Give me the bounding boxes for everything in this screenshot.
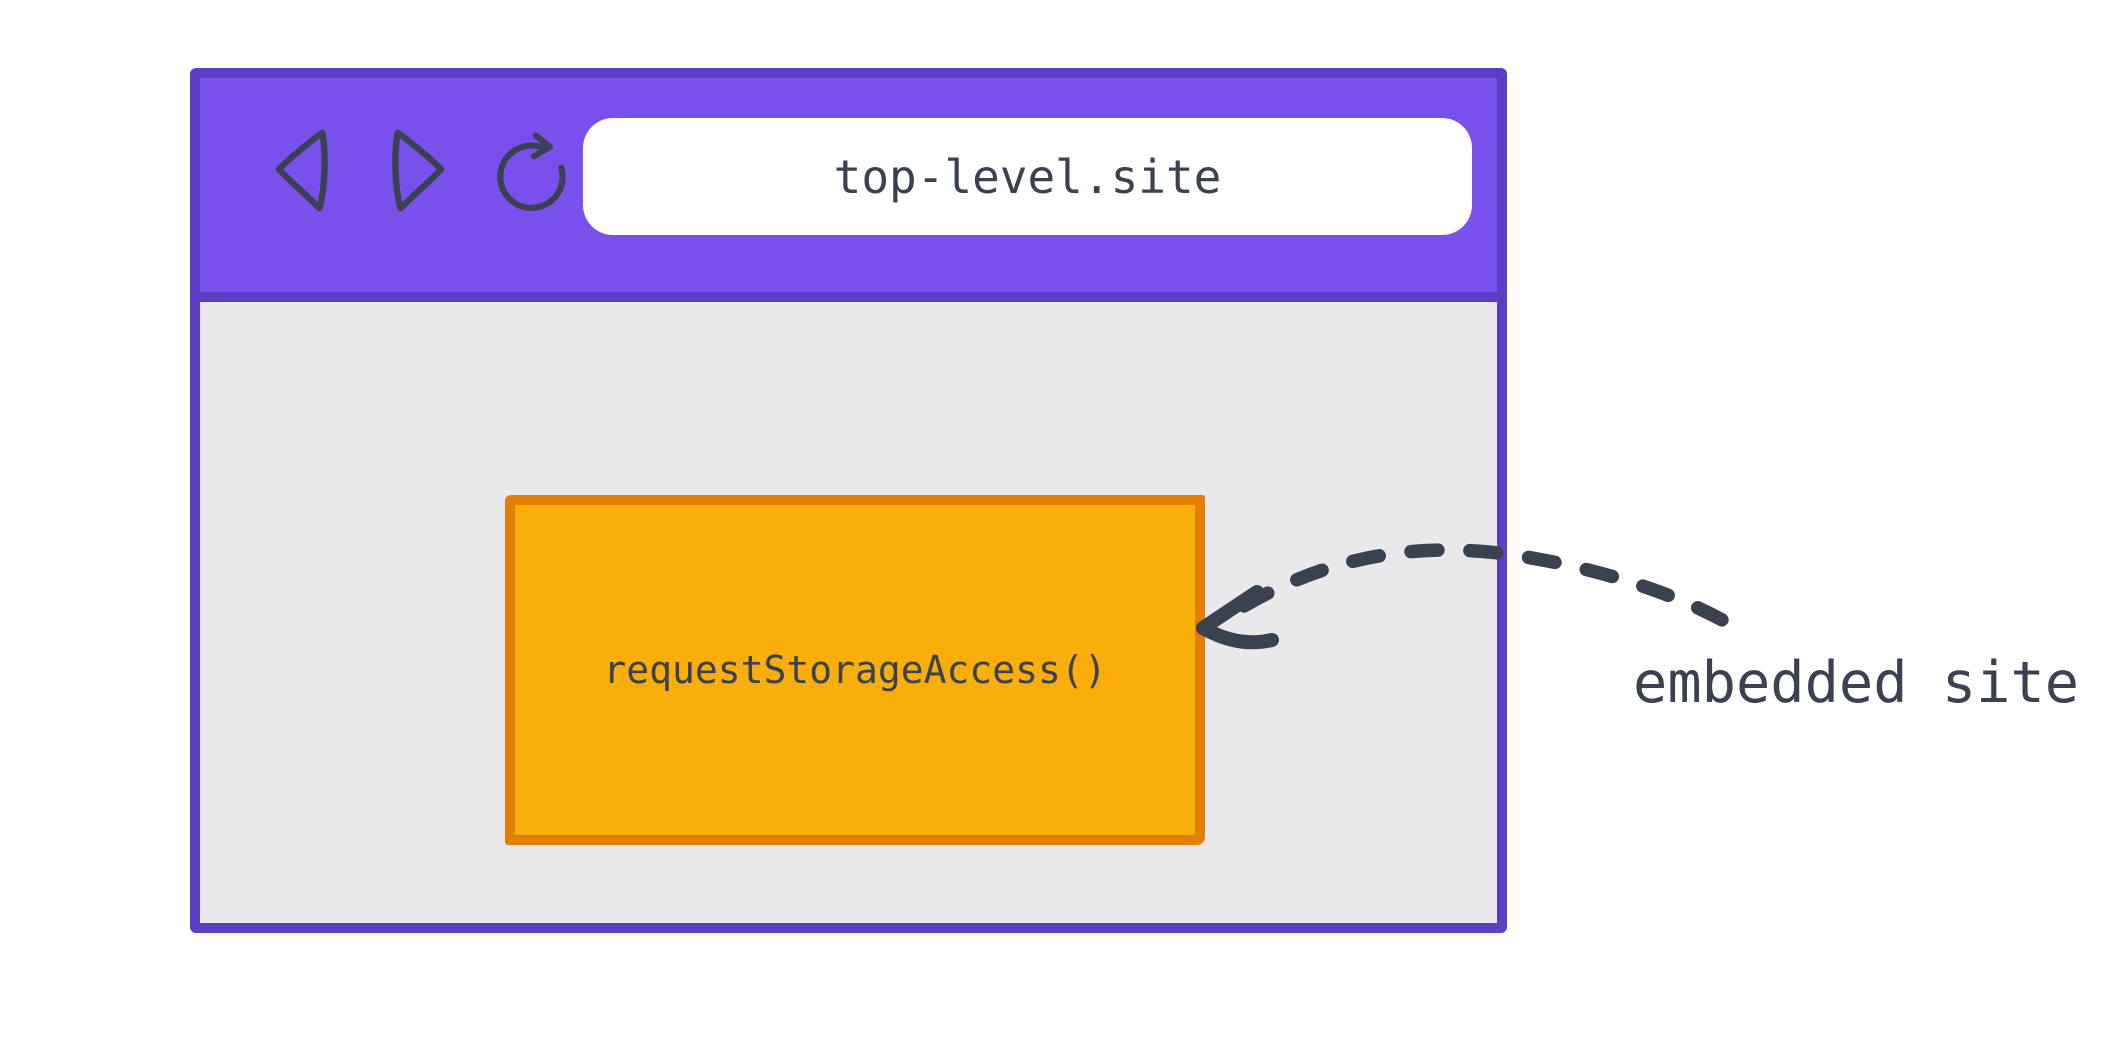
browser-titlebar: top-level.site (200, 78, 1497, 302)
browser-window: top-level.site requestStorageAccess() (190, 68, 1507, 933)
forward-icon (389, 128, 447, 213)
address-bar: top-level.site (583, 118, 1472, 235)
embedded-frame-label: requestStorageAccess() (603, 648, 1107, 692)
reload-icon (490, 128, 574, 213)
back-icon (273, 128, 331, 213)
nav-controls (273, 128, 574, 213)
embedded-site-label: embedded site (1633, 650, 2080, 716)
embedded-frame: requestStorageAccess() (505, 495, 1205, 845)
address-bar-url: top-level.site (833, 149, 1222, 204)
